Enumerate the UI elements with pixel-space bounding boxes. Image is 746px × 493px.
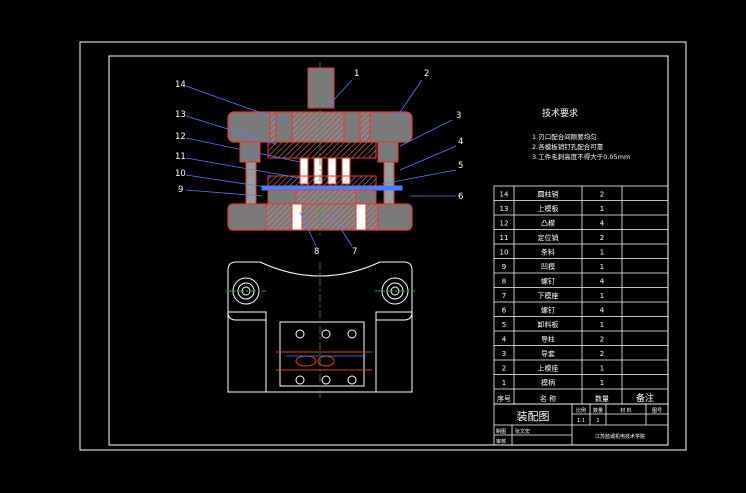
title-block (493, 403, 669, 446)
bom-cell-name: 卸料板 (538, 320, 559, 329)
bom-cell-no: 11 (500, 234, 509, 242)
checked-label: 审核 (496, 438, 506, 445)
callout-1: 1 (354, 69, 359, 79)
bom-cell-name: 上模座 (538, 364, 559, 373)
bom-cell-qty: 2 (600, 350, 604, 358)
bom-cell-qty: 1 (600, 205, 604, 213)
plan-view (226, 261, 415, 398)
title-col-drawing-no: 图号 (652, 408, 662, 414)
bom-table (493, 185, 669, 405)
callout-3: 3 (456, 111, 461, 121)
tech-requirements-title: 技术要求 (542, 107, 578, 119)
title-col-material: 材 料 (620, 407, 632, 414)
bom-header-note: 备注 (636, 392, 654, 404)
callout-8: 8 (314, 247, 319, 257)
bom-cell-name: 螺钉 (541, 277, 555, 286)
callout-11: 11 (175, 152, 186, 162)
callout-7: 7 (352, 247, 357, 257)
tech-requirement-1: 1.刃口配合间隙要均匀 (532, 132, 597, 141)
callout-13: 13 (175, 110, 186, 120)
bom-cell-qty: 1 (600, 292, 604, 300)
bom-cell-no: 10 (500, 249, 509, 257)
bom-header-qty: 数量 (595, 394, 609, 403)
drawn-label: 制图 (496, 428, 506, 435)
bom-cell-no: 8 (502, 278, 506, 286)
bom-cell-name: 下模座 (538, 291, 559, 300)
callout-14: 14 (175, 80, 186, 90)
bom-cell-no: 6 (502, 307, 507, 315)
bom-cell-name: 上模板 (538, 204, 559, 213)
title-col-qty: 数量 (593, 407, 603, 414)
bom-cell-name: 圆柱销 (538, 190, 559, 199)
bom-cell-name: 螺钉 (541, 306, 555, 315)
bom-cell-qty: 1 (600, 263, 604, 271)
qty-value: 1 (596, 418, 599, 424)
bom-cell-no: 9 (502, 263, 506, 271)
bom-cell-name: 凹模 (541, 262, 555, 271)
callout-5: 5 (458, 161, 463, 171)
bom-cell-qty: 4 (600, 278, 605, 286)
tech-requirement-3: 3.工件毛刺高度不得大于0.05mm (532, 152, 630, 161)
bom-cell-no: 14 (500, 191, 509, 199)
bom-cell-no: 13 (500, 205, 509, 213)
bom-cell-name: 条料 (541, 248, 555, 257)
callout-labels: 1 2 3 4 5 6 7 8 9 10 11 12 13 14 (175, 69, 463, 257)
drawing-title: 装配图 (517, 410, 550, 423)
callout-6: 6 (458, 192, 463, 202)
bom-cell-qty: 4 (600, 220, 605, 228)
outer-border (79, 41, 687, 451)
bom-cell-no: 7 (502, 292, 506, 300)
bom-cell-name: 导柱 (541, 335, 555, 344)
bom-cell-name: 模柄 (541, 378, 555, 387)
callout-12: 12 (175, 132, 186, 142)
school-name: 江苏盐城机电技术学院 (595, 433, 645, 440)
callout-leaders (185, 79, 457, 247)
bom-cell-name: 凸模 (541, 219, 555, 228)
bom-cell-qty: 1 (600, 379, 604, 387)
bom-cell-qty: 2 (600, 336, 604, 344)
bom-cell-no: 1 (502, 379, 506, 387)
bom-cell-qty: 2 (600, 234, 604, 242)
bom-cell-no: 4 (502, 336, 507, 344)
bom-cell-name: 导套 (541, 349, 555, 358)
callout-4: 4 (458, 137, 463, 147)
scale-value: 1:1 (577, 418, 585, 424)
bom-cell-qty: 1 (600, 365, 604, 373)
title-col-scale: 比例 (576, 407, 586, 414)
bom-cell-no: 5 (502, 321, 506, 329)
bom-cell-qty: 2 (600, 191, 604, 199)
tech-requirement-2: 2.各模板销钉孔配合可靠 (532, 142, 604, 151)
bom-cell-qty: 1 (600, 249, 604, 257)
title-block-text: 装配图 比例 数量 材 料 图号 1:1 1 制图 张文宏 审核 江苏盐城机电技… (496, 407, 662, 445)
callout-10: 10 (175, 169, 186, 179)
drawn-name: 张文宏 (515, 428, 530, 435)
bom-cell-no: 3 (502, 350, 506, 358)
callout-9: 9 (178, 185, 183, 195)
bom-header-name: 名 称 (540, 394, 556, 403)
front-section-view (227, 62, 413, 238)
bom-cell-name: 定位销 (538, 233, 559, 242)
bom-cell-no: 12 (500, 220, 509, 228)
bom-cell-no: 2 (502, 365, 506, 373)
bom-header-no: 序号 (497, 394, 511, 403)
bom-cell-qty: 1 (600, 321, 604, 329)
bom-cell-qty: 4 (600, 307, 605, 315)
tech-requirements: 技术要求 1.刃口配合间隙要均匀 2.各模板销钉孔配合可靠 3.工件毛刺高度不得… (532, 107, 630, 161)
callout-2: 2 (424, 69, 429, 79)
